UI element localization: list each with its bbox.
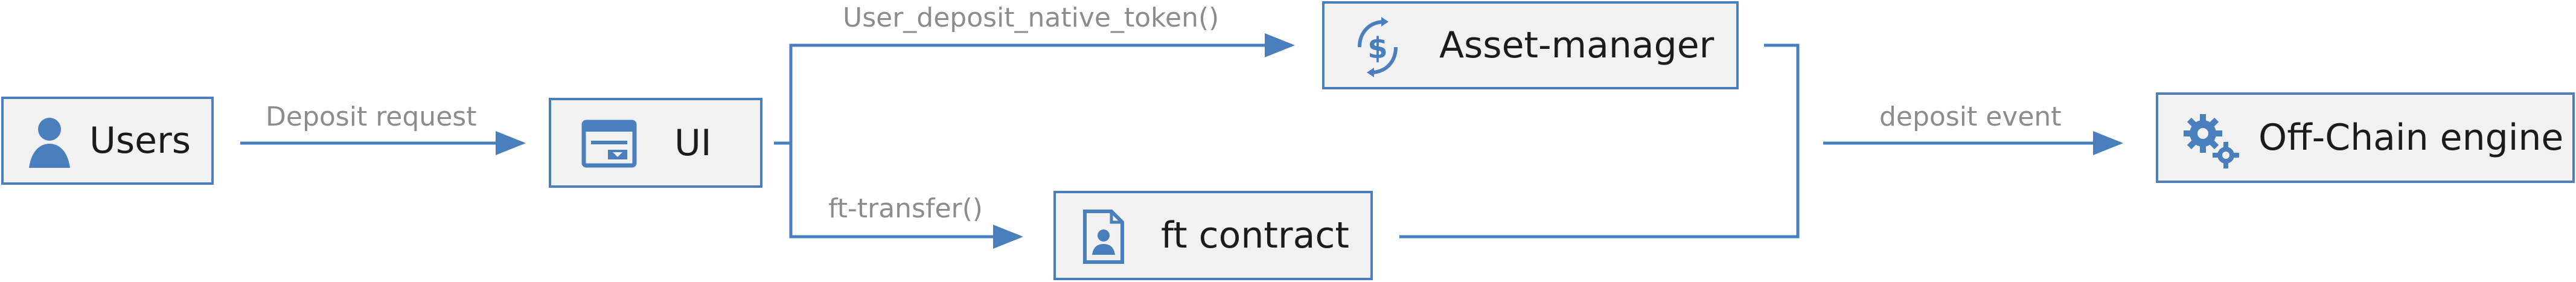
svg-text:$: $	[1367, 31, 1387, 65]
offchain-engine-node: Off-Chain engine	[2156, 92, 2575, 183]
ft-contract-label: ft contract	[1161, 214, 1349, 257]
deposit-event-label: deposit event	[1879, 101, 2062, 132]
ui-label: UI	[674, 121, 712, 164]
asset-manager-label: Asset-manager	[1439, 24, 1715, 66]
asset-manager-node: $ Asset-manager	[1322, 1, 1739, 89]
document-contract-icon	[1082, 209, 1125, 264]
edge-asset-manager-merge	[1399, 43, 1800, 239]
user-deposit-native-token-label: User_deposit_native_token()	[843, 2, 1219, 33]
user-icon	[25, 116, 74, 168]
browser-window-icon	[581, 120, 637, 168]
gears-icon	[2181, 112, 2240, 170]
users-label: Users	[89, 120, 191, 162]
offchain-engine-label: Off-Chain engine	[2258, 117, 2564, 159]
deposit-request-label: Deposit request	[266, 101, 477, 132]
edge-ui-to-ft-contract	[789, 143, 1023, 249]
users-node: Users	[1, 97, 214, 185]
dollar-cycle-icon: $	[1355, 16, 1401, 79]
ft-contract-node: ft contract	[1053, 191, 1373, 280]
ui-node: UI	[549, 98, 762, 188]
ft-transfer-label: ft-transfer()	[828, 193, 983, 224]
